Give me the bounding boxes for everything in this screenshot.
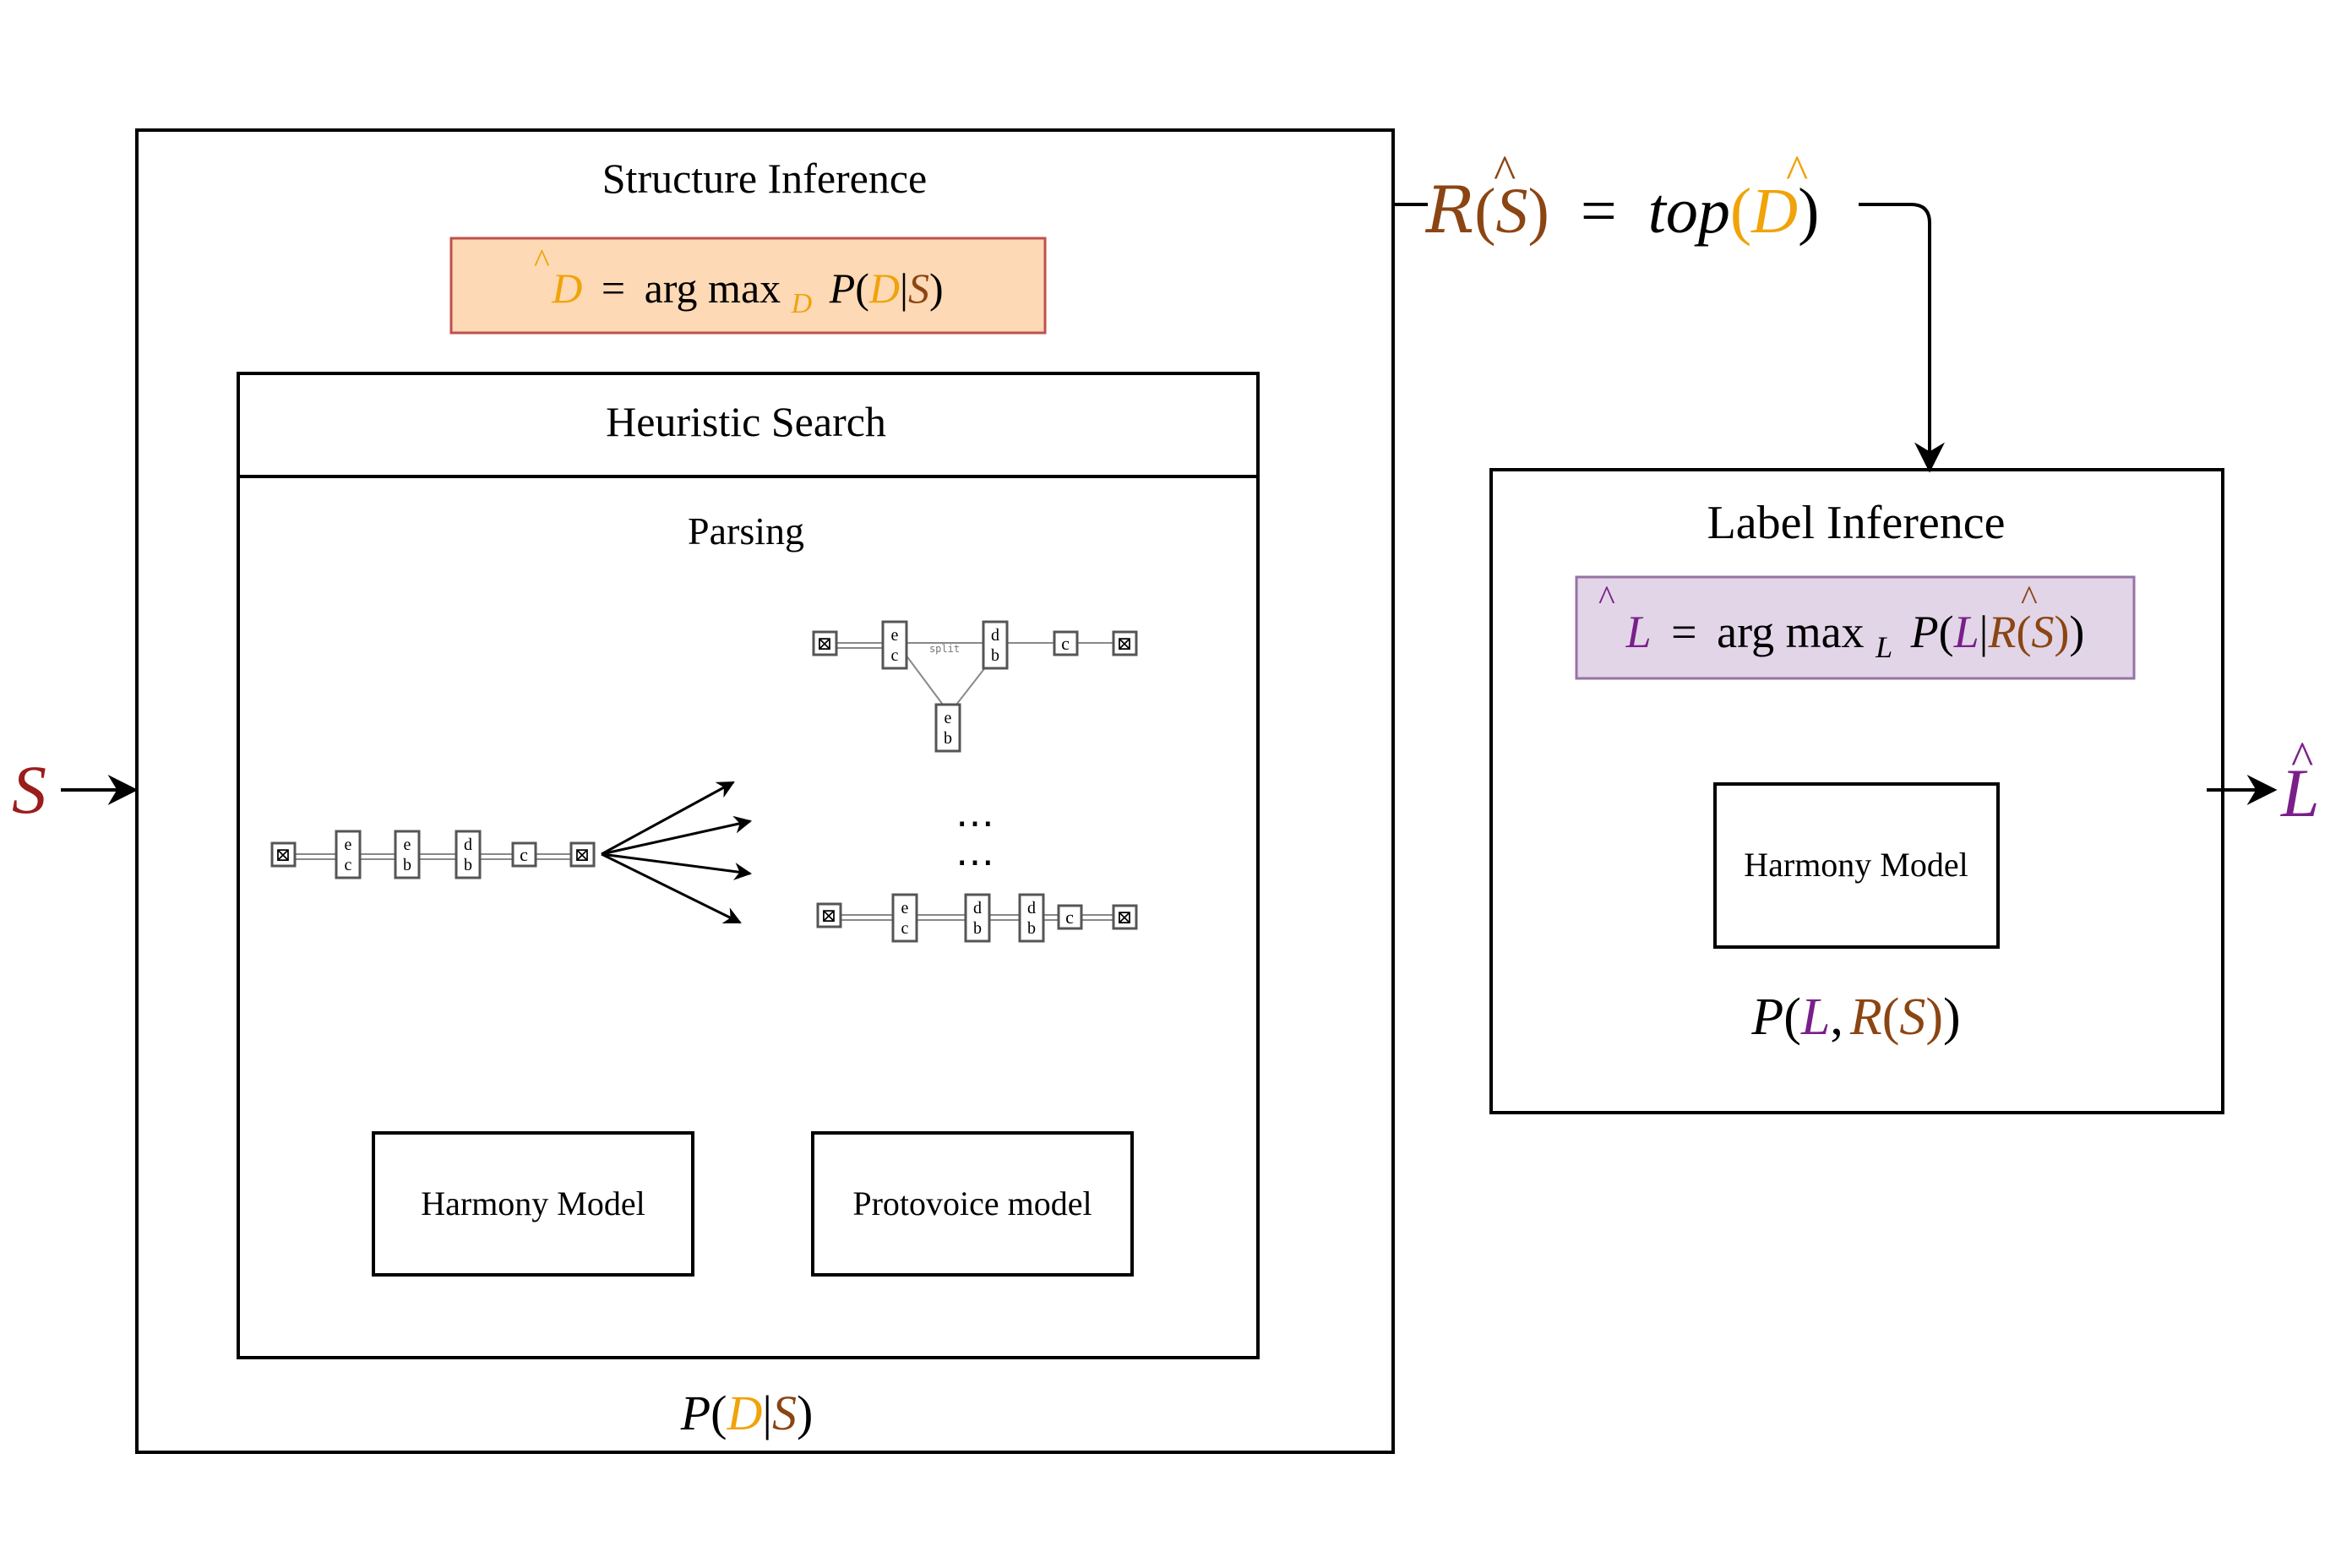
output-l: L ^ [2207, 732, 2320, 831]
top-node-1-label: e [891, 626, 899, 645]
structure-formula: D = arg max D P(D|S) [551, 264, 943, 322]
heuristic-search-title: Heuristic Search [606, 398, 886, 445]
parsing-title: Parsing [688, 509, 804, 553]
top-node-1 [881, 620, 908, 670]
connector-arrow [1859, 203, 1945, 473]
start-chain: ⊠ e c e b d b c ⊠ [270, 830, 596, 879]
harmony-model-label-right: Harmony Model [1744, 846, 1968, 884]
start-node-3 [455, 830, 482, 879]
structure-formula-hat: ^ [534, 242, 550, 280]
connector-formula: R(S) = top(D) [1424, 172, 1819, 248]
bottom-node-2-label: d [973, 899, 982, 917]
bottom-node-3-label: d [1027, 899, 1036, 917]
top-node-3-label: c [1061, 633, 1070, 654]
bottom-node-3 [1018, 893, 1045, 943]
top-branch-node-label: e [945, 709, 952, 727]
start-node-2-label: e [404, 836, 411, 854]
structure-inference-title: Structure Inference [602, 155, 928, 202]
label-inference-title: Label Inference [1707, 497, 2006, 549]
start-node-1-label-b: c [345, 856, 352, 874]
harmony-model-box-right [1713, 782, 2000, 949]
bottom-node-4 [1057, 904, 1083, 930]
top-node-4-label: ⊠ [1117, 633, 1132, 654]
output-l-symbol: L [2280, 754, 2320, 831]
harmony-model-box-left [372, 1131, 694, 1277]
ellipsis-1: ⋯ [956, 802, 994, 845]
bottom-node-1 [891, 893, 918, 943]
start-node-0-label: ⊠ [275, 844, 291, 865]
start-node-4-label: c [520, 844, 528, 865]
output-l-hat: ^ [2291, 732, 2313, 785]
top-node-0-label: ⊠ [817, 633, 832, 654]
start-node-5 [569, 841, 596, 868]
protovoice-model-box [811, 1131, 1134, 1277]
bottom-node-0 [816, 902, 842, 928]
bottom-node-3-label-b: b [1027, 919, 1036, 938]
start-node-3-label-b: b [464, 856, 472, 874]
input-s: S [12, 751, 139, 828]
top-node-1-label-b: c [891, 646, 899, 665]
bottom-node-1-label: e [901, 899, 909, 917]
top-node-4 [1112, 630, 1138, 656]
start-node-0 [270, 841, 297, 868]
bottom-node-2-label-b: b [973, 919, 982, 938]
label-formula-hat-l: ^ [1598, 580, 1615, 618]
expansion-arrows [601, 781, 753, 924]
structure-distribution: P(D|S) [680, 1386, 814, 1440]
structure-formula-box [449, 237, 1047, 335]
bottom-node-2 [964, 893, 991, 943]
top-node-0 [812, 630, 838, 656]
top-node-3 [1053, 630, 1079, 656]
bottom-node-4-label: c [1065, 906, 1074, 928]
input-s-symbol: S [12, 751, 46, 828]
start-node-2 [394, 830, 421, 879]
heuristic-search-box [237, 372, 1260, 1359]
bottom-node-5 [1112, 904, 1138, 930]
label-formula-box [1575, 575, 2136, 680]
bottom-node-0-label: ⊠ [821, 905, 836, 926]
bottom-node-5-label: ⊠ [1117, 906, 1132, 928]
ellipsis-2: ⋯ [956, 841, 994, 884]
top-node-2-label: d [991, 626, 999, 645]
start-node-2-label-b: b [403, 856, 411, 874]
label-distribution: P(L,R(S)) [1750, 988, 1960, 1046]
harmony-model-label-left: Harmony Model [421, 1184, 645, 1222]
label-formula-hat-s: ^ [2021, 580, 2038, 618]
connector-hat-d: ^ [1786, 146, 1808, 199]
top-branch-node [934, 703, 961, 753]
top-chain: split ⊠ e c d b c ⊠ e b [812, 620, 1138, 753]
connector-hat-s: ^ [1494, 146, 1516, 199]
start-node-1-label: e [345, 836, 352, 854]
label-formula: L = arg max L P(L|R(S)) [1625, 607, 2085, 667]
top-node-2-label-b: b [991, 646, 999, 665]
bottom-chain: ⊠ e c d b d b c ⊠ [816, 893, 1138, 943]
start-node-1 [335, 830, 362, 879]
start-node-4 [511, 841, 537, 868]
structure-inference-box [135, 128, 1395, 1454]
start-node-3-label: d [464, 836, 472, 854]
start-node-5-label: ⊠ [574, 844, 590, 865]
top-branch-node-label-b: b [944, 729, 952, 748]
top-node-2 [982, 620, 1009, 670]
protovoice-model-label: Protovoice model [852, 1184, 1092, 1222]
bottom-node-1-label-b: c [901, 919, 909, 938]
split-label: split [929, 643, 960, 655]
